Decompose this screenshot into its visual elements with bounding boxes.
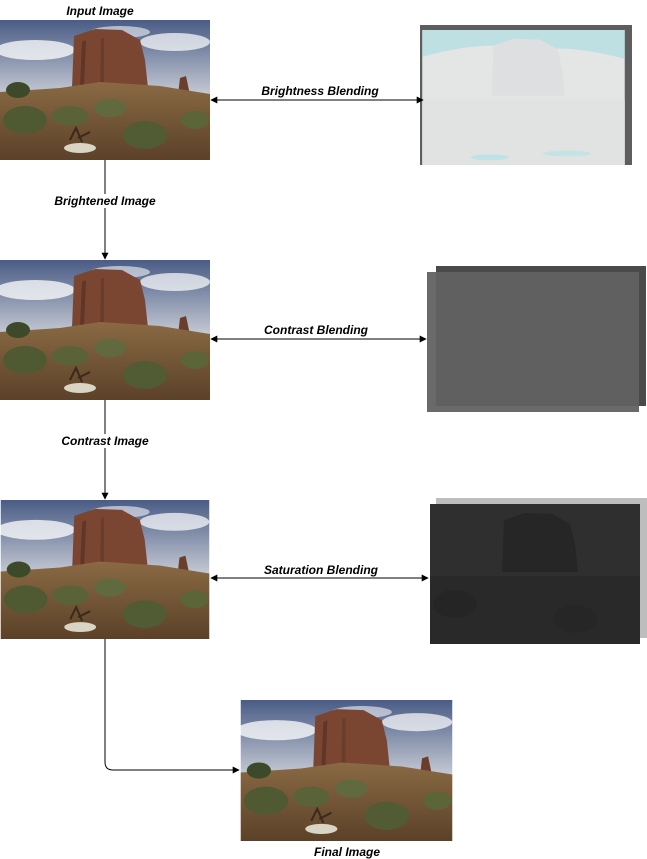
saturation-blending-label: Saturation Blending — [262, 563, 380, 577]
final-image — [240, 700, 453, 841]
final-arrow — [104, 639, 240, 774]
brightened-image — [0, 260, 210, 400]
contrast-blending-label: Contrast Blending — [262, 323, 370, 337]
input-image — [0, 20, 210, 160]
brightness-blend-mask — [420, 25, 632, 165]
brightened-image-label: Brightened Image — [52, 194, 158, 208]
contrast-blend-mask — [427, 266, 646, 412]
saturation-blend-mask — [430, 498, 647, 644]
contrast-image — [0, 500, 210, 639]
input-image-title: Input Image — [66, 4, 134, 18]
final-image-title: Final Image — [313, 845, 381, 859]
contrast-image-label: Contrast Image — [59, 434, 151, 448]
brightness-blending-label: Brightness Blending — [259, 84, 381, 98]
